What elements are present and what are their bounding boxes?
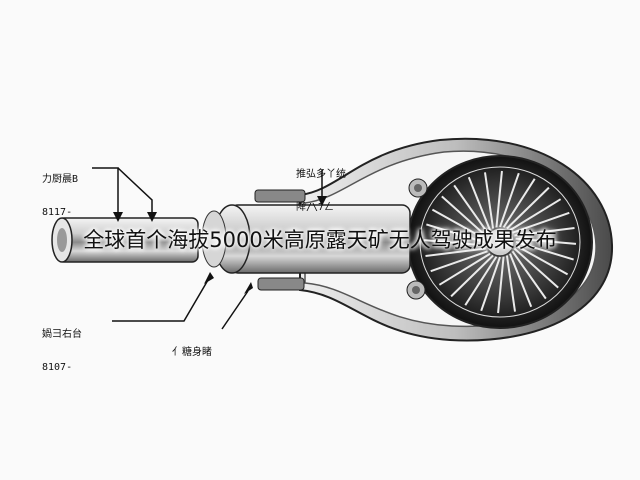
fan-blade — [450, 254, 494, 298]
inlet-pipe — [51, 217, 199, 263]
callout-bottom-mid: 亻糖身睹 — [172, 325, 212, 369]
callout-left-top-line1: 力厨晨B — [42, 174, 79, 185]
callout-left-bottom: 媧⺕右台 8107- — [42, 307, 82, 384]
headline-caption: 全球首个海拔5000米高原露天矿无人驾驶成果发布 — [83, 228, 557, 252]
callout-top-right-line1: 推弘多丫统 — [296, 169, 346, 180]
fan-blade — [441, 195, 487, 237]
callout-top-right: 推弘多丫统 降/\7ㄥ — [296, 147, 346, 224]
fan-blade — [509, 198, 562, 232]
fan-blade — [512, 211, 570, 234]
callout-bottom-mid-line1: 亻糖身睹 — [172, 347, 212, 358]
fan-blades — [423, 170, 577, 314]
fan-blade — [515, 237, 577, 245]
fan-blade — [464, 256, 498, 306]
fan-blade — [423, 239, 485, 247]
fan-blade — [484, 172, 495, 229]
callout-arrowheads — [113, 196, 327, 294]
fan-blade — [509, 253, 533, 308]
fan-blade — [515, 244, 569, 276]
mount-bolts — [406, 178, 428, 300]
callout-lines — [92, 167, 323, 330]
fan-blade — [480, 256, 501, 312]
fan-blade — [467, 176, 491, 231]
fan-blade — [431, 208, 485, 240]
fan-blade — [438, 252, 491, 286]
fan-disc — [407, 155, 593, 329]
fan-blade — [430, 250, 488, 273]
fan-blade — [453, 184, 489, 234]
fan-blade — [513, 247, 559, 289]
fan-blade — [511, 250, 547, 300]
fan-blade — [425, 247, 486, 258]
fan-blade — [505, 255, 516, 312]
fan-blade — [502, 178, 536, 228]
callout-left-top: 力厨晨B 8117- — [42, 152, 78, 229]
fan-blade — [506, 186, 550, 230]
shaft-assembly — [201, 189, 411, 291]
fan-blade — [514, 226, 575, 237]
callout-left-bottom-line1: 媧⺕右台 — [42, 329, 82, 340]
callout-left-top-line2: 8117- — [42, 207, 73, 218]
callout-left-bottom-line2: 8107- — [42, 362, 73, 373]
fan-blade — [497, 256, 505, 314]
fan-blade — [426, 223, 485, 243]
fan-blade — [499, 172, 520, 228]
fan-blade — [515, 241, 574, 261]
callout-top-right-line2: 降/\7ㄥ — [296, 202, 335, 213]
fan-blade — [495, 170, 503, 228]
